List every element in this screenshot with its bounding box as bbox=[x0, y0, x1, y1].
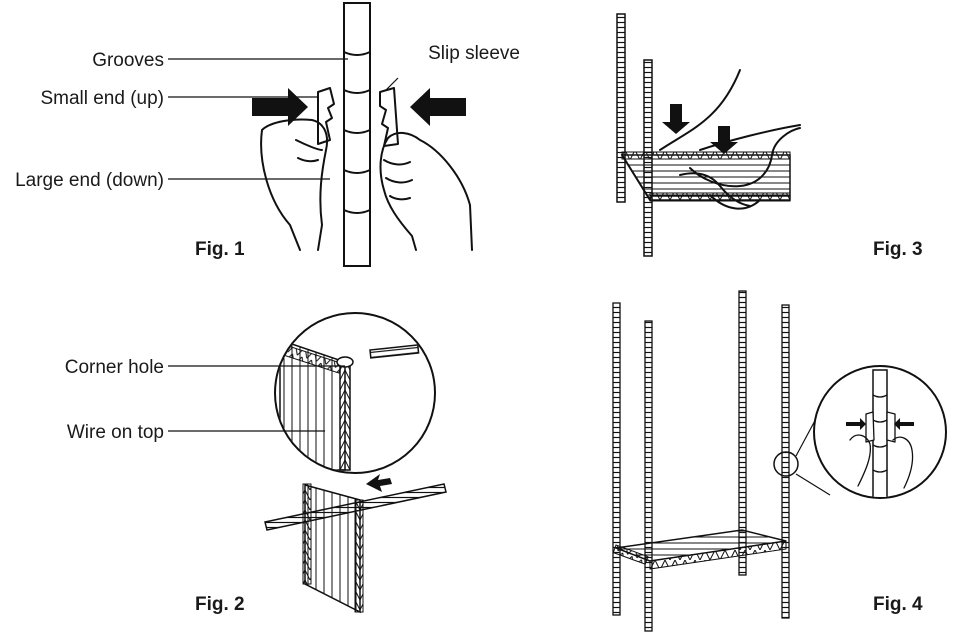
pole-piece bbox=[369, 344, 420, 359]
arrow-left-icon bbox=[410, 88, 466, 126]
corner-hole-label: Corner hole bbox=[65, 357, 164, 378]
corner-hole bbox=[336, 356, 354, 368]
pole bbox=[343, 2, 371, 267]
left-sleeve-half bbox=[317, 87, 335, 145]
hands bbox=[659, 69, 801, 210]
fig3-caption: Fig. 3 bbox=[873, 239, 923, 260]
figure-2: Corner hole Wire on top Fig. 2 bbox=[65, 312, 447, 615]
figure-1: Grooves Slip sleeve Small end (up) Large… bbox=[15, 2, 520, 267]
fig2-caption: Fig. 2 bbox=[195, 594, 245, 615]
pole bbox=[781, 304, 790, 619]
arrow-left-icon bbox=[366, 474, 392, 492]
arrow-right-icon bbox=[252, 88, 308, 126]
figure-4: Fig. 4 bbox=[612, 290, 947, 632]
left-hand bbox=[260, 118, 328, 251]
arrow-down-icon bbox=[662, 104, 690, 134]
wire-on-top-label: Wire on top bbox=[67, 422, 164, 443]
large-end-label: Large end (down) bbox=[15, 170, 164, 191]
small-end-label: Small end (up) bbox=[40, 88, 164, 109]
right-hand bbox=[379, 132, 473, 251]
figure-3: Fig. 3 bbox=[616, 13, 923, 260]
arrow-down-icon bbox=[710, 126, 738, 154]
pole bbox=[738, 290, 747, 576]
right-sleeve-half bbox=[379, 87, 399, 147]
grooves-label: Grooves bbox=[92, 50, 164, 71]
horizontal-pole bbox=[264, 483, 447, 531]
fig1-caption: Fig. 1 bbox=[195, 239, 245, 260]
fig4-caption: Fig. 4 bbox=[873, 594, 923, 615]
slip-sleeve-label: Slip sleeve bbox=[428, 43, 520, 64]
pole bbox=[612, 302, 621, 616]
pole bbox=[644, 320, 653, 632]
pole-left bbox=[616, 13, 626, 203]
